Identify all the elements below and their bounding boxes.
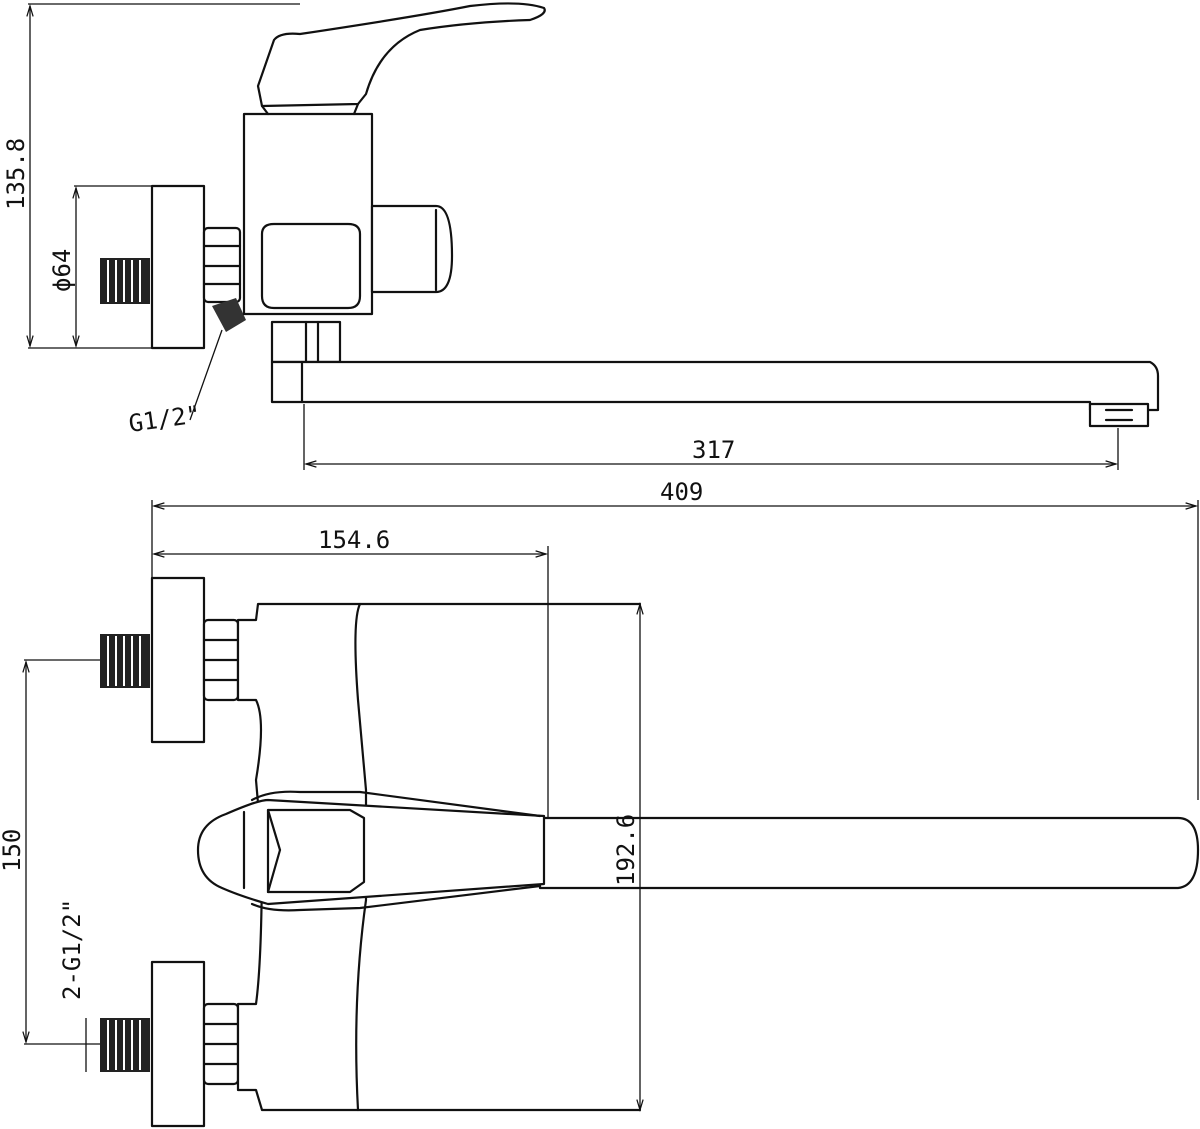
lever-handle-top: [196, 798, 546, 906]
lever-handle: [256, 2, 546, 108]
central-union: [260, 222, 362, 310]
thread-bottom-label: 2-G1/2": [58, 899, 86, 1000]
wall-flange-upper: [150, 576, 206, 744]
thread-upper-lines: [107, 636, 141, 686]
top-view: 409 154.6: [0, 478, 1200, 1128]
thread-lower-lines: [107, 1020, 141, 1070]
reach-dimension-label: 317: [692, 436, 735, 464]
eccentric-thread: [212, 298, 246, 332]
aerator: [1088, 402, 1150, 428]
spout-top: [538, 816, 1200, 890]
diverter-outlet: [370, 204, 454, 294]
body-width-label: 192.6: [612, 814, 640, 886]
thread-leader: [189, 329, 223, 421]
handle-dimension-label: 154.6: [318, 526, 390, 554]
wall-flange-lower: [150, 960, 206, 1128]
side-view: 135.8 ϕ64 G1/2": [2, 2, 1160, 470]
height-dimension-label: 135.8: [2, 138, 30, 210]
thread-lines: [107, 260, 141, 302]
spacing-dimension-label: 150: [0, 829, 26, 872]
wall-flange: [150, 184, 206, 350]
flange-diameter-label: ϕ64: [48, 249, 76, 292]
spout: [270, 360, 1160, 412]
total-dimension-label: 409: [660, 478, 703, 506]
thread-top-label: G1/2": [127, 400, 202, 438]
